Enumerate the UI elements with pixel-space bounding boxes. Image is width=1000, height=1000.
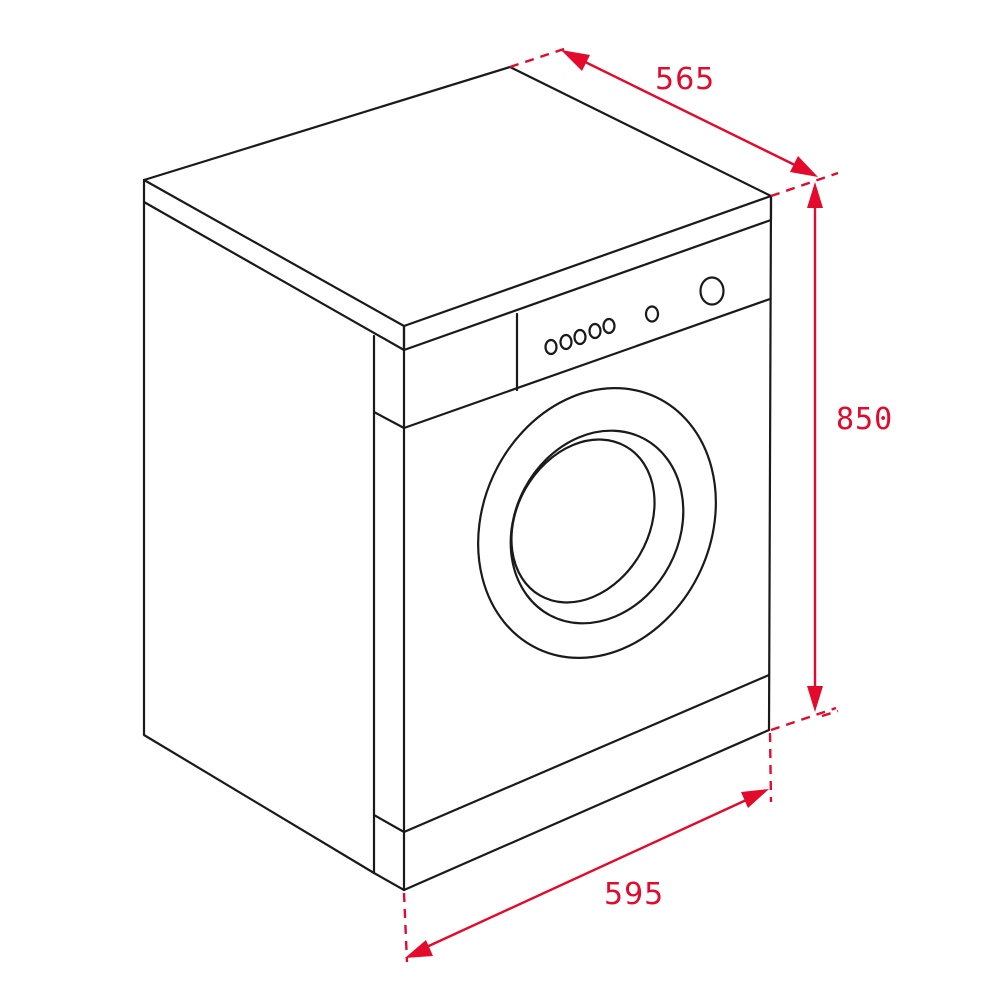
- arrow-icon: [405, 940, 433, 958]
- button-icon: [573, 328, 587, 346]
- door: [477, 387, 717, 659]
- width-dimension: [402, 732, 773, 963]
- depth-dimension-line: [574, 55, 806, 172]
- button-icon: [602, 317, 616, 335]
- indicator-knob-icon: [644, 305, 660, 323]
- arrow-icon: [807, 686, 823, 712]
- front-right-edge: [767, 194, 773, 732]
- door-middle-ring: [509, 429, 685, 625]
- height-label: 850: [836, 402, 894, 437]
- height-extension-line-bottom-tail: [821, 709, 839, 718]
- panel-band-bottom: [402, 297, 772, 430]
- button-icon: [559, 333, 573, 351]
- arrow-icon: [807, 182, 823, 208]
- door-outer-ring: [477, 387, 717, 659]
- arrow-icon: [561, 50, 590, 71]
- depth-dimension: [509, 45, 839, 198]
- program-dial-icon: [699, 276, 725, 306]
- base-front-edge: [402, 728, 771, 892]
- width-label: 595: [604, 877, 665, 912]
- arrow-icon: [790, 156, 818, 177]
- kick-plate-top: [402, 673, 771, 834]
- arrow-icon: [741, 789, 769, 808]
- height-extension-line-bottom: [770, 706, 837, 732]
- side-trim-base: [372, 871, 406, 892]
- width-dimension-line: [419, 794, 756, 952]
- top-lip-front: [402, 194, 773, 352]
- button-icon: [588, 322, 602, 340]
- side-trim-bottom-joint: [372, 813, 406, 834]
- depth-extension-line-rear: [509, 45, 571, 69]
- depth-label: 565: [655, 62, 716, 97]
- width-extension-line-left: [402, 892, 409, 963]
- machine-body: [142, 65, 773, 892]
- depth-extension-line-front: [770, 171, 839, 198]
- left-side-panel: [142, 200, 376, 875]
- height-dimension: [770, 182, 839, 732]
- button-icon: [544, 338, 558, 356]
- width-extension-line-right: [768, 732, 773, 803]
- side-trim-top-joint: [372, 410, 406, 430]
- door-glass: [510, 438, 656, 604]
- top-lip-left: [142, 178, 406, 352]
- control-panel: [544, 276, 725, 356]
